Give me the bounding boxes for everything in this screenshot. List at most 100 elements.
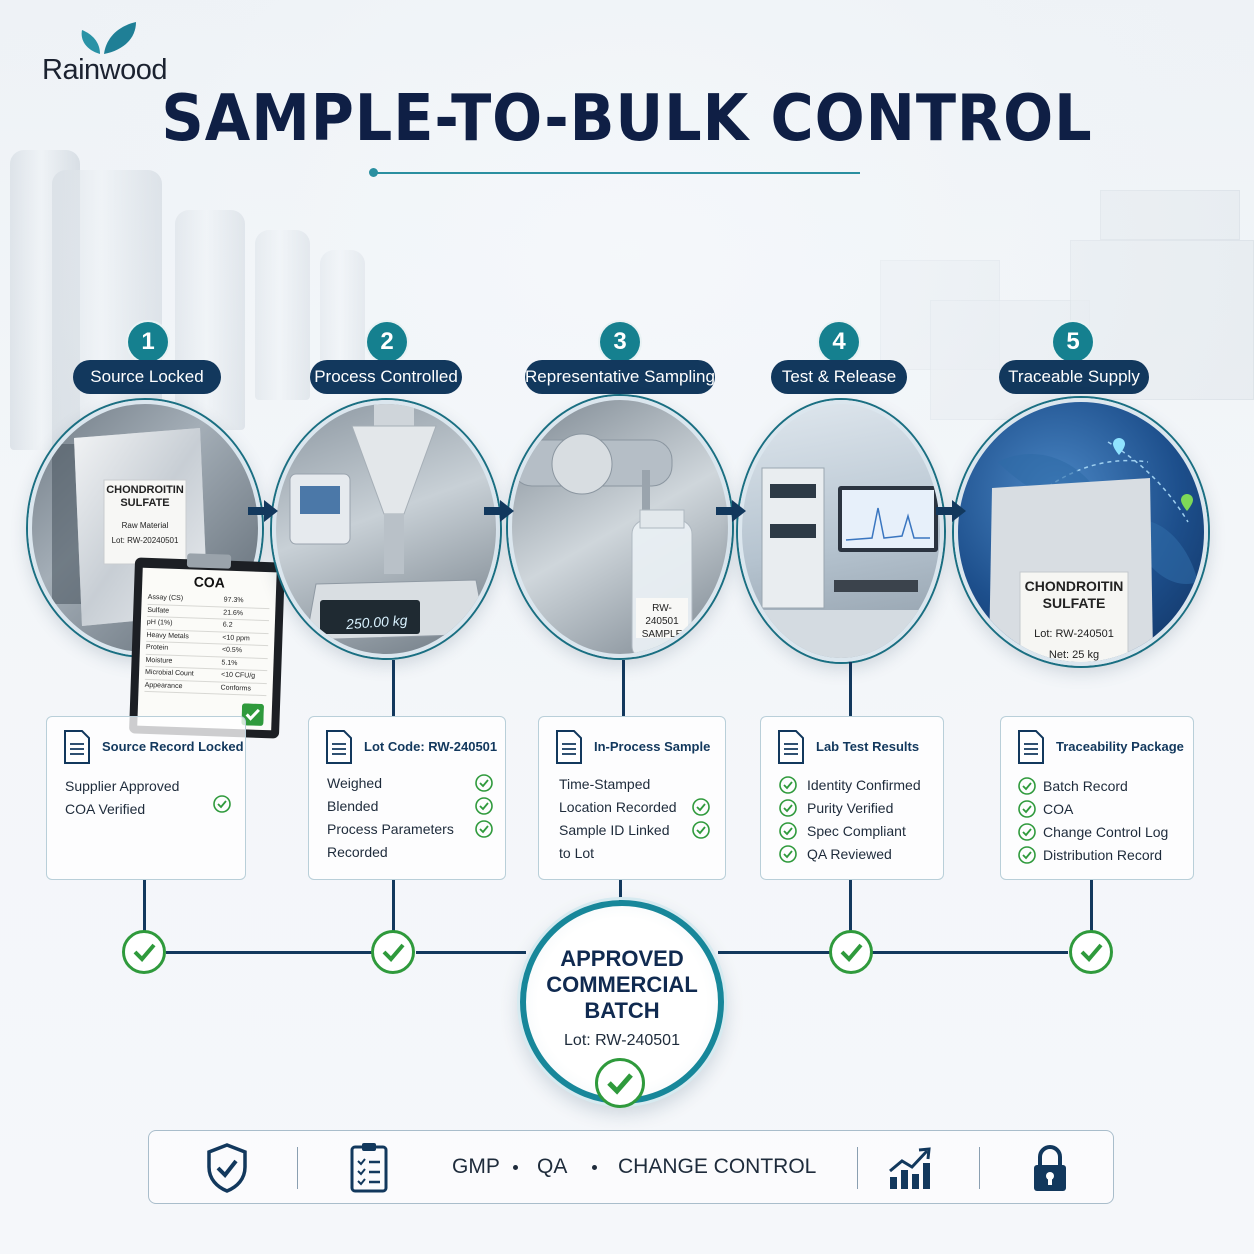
card-lab-test-results: Lab Test Results Identity Confirmed Puri… [760, 716, 944, 880]
supply-bag-label: CHONDROITIN SULFATE Lot: RW-240501 Net: … [1024, 578, 1124, 661]
check-circle-icon [779, 776, 797, 794]
coa-value: 21.6% [223, 609, 244, 617]
document-icon [778, 730, 804, 764]
photo-process-controlled: 250.00 kg [272, 400, 500, 658]
coa-value: <0.5% [221, 646, 243, 655]
check-circle-icon [829, 930, 873, 974]
timeline-line [872, 951, 1068, 954]
card-row: Supplier Approved [65, 778, 180, 794]
coa-value: <10 CFU/g [220, 671, 256, 680]
card-title: In-Process Sample [594, 739, 711, 754]
document-icon [556, 730, 582, 764]
growth-chart-icon [889, 1147, 931, 1189]
document-icon [64, 730, 90, 764]
page-title: SAMPLE-TO-BULK CONTROL [161, 82, 1093, 156]
map-pin-icon [1113, 438, 1125, 455]
check-circle-icon [779, 822, 797, 840]
card-title: Source Record Locked [102, 739, 244, 754]
card-title: Lot Code: RW-240501 [364, 739, 498, 754]
step-number-3: 3 [600, 322, 640, 362]
check-circle-icon [122, 930, 166, 974]
connector-line [849, 880, 852, 932]
footer-separator-dot [592, 1165, 597, 1170]
step-number-2: 2 [367, 322, 407, 362]
arrow-right-icon [248, 500, 278, 522]
coa-parameter: Sulfate [147, 606, 170, 615]
sample-bottle-label: RW-240501 SAMPLE [641, 603, 683, 640]
step-number-1: 1 [128, 322, 168, 362]
title-divider [372, 172, 860, 174]
checklist-icon [350, 1143, 388, 1193]
coa-parameter: Protein [145, 643, 169, 652]
arrow-right-icon [716, 500, 746, 522]
card-row: Spec Compliant [807, 823, 906, 839]
approved-batch-line: BATCH [584, 998, 660, 1023]
connector-line [849, 662, 852, 716]
card-row: Change Control Log [1043, 824, 1169, 840]
card-row: Time-Stamped [559, 776, 651, 792]
arrow-right-icon [936, 500, 966, 522]
approved-batch-line: APPROVED [560, 946, 684, 971]
card-row: Distribution Record [1043, 847, 1163, 863]
check-circle-icon [475, 774, 493, 792]
step-label-process-controlled: Process Controlled [310, 360, 462, 394]
check-circle-icon [371, 930, 415, 974]
card-row: Purity Verified [807, 800, 894, 816]
check-circle-icon [692, 798, 710, 816]
card-row: Identity Confirmed [807, 777, 921, 793]
connector-line [392, 660, 395, 716]
step-label-representative-sampling: Representative Sampling [525, 360, 715, 394]
coa-title: COA [193, 573, 226, 591]
footer-item-change-control: CHANGE CONTROL [618, 1155, 817, 1178]
card-title: Traceability Package [1056, 739, 1184, 754]
coa-value: 97.3% [223, 596, 244, 605]
step-label-test-release: Test & Release [771, 360, 907, 394]
connector-line [1090, 880, 1093, 932]
coa-parameter: Microbial Count [144, 668, 194, 678]
step-label-source-locked: Source Locked [73, 360, 221, 394]
check-circle-icon [595, 1058, 645, 1108]
check-circle-icon [1018, 777, 1036, 795]
timeline-line [166, 951, 372, 954]
card-row: COA Verified [65, 801, 146, 817]
card-title: Lab Test Results [816, 739, 920, 754]
card-source-record: Source Record Locked Supplier Approved C… [46, 716, 246, 880]
check-circle-icon [692, 821, 710, 839]
approved-batch-lot: Lot: RW-240501 [564, 1032, 680, 1049]
coa-parameter: Moisture [145, 656, 173, 665]
check-circle-icon [1018, 846, 1036, 864]
photo-traceable-supply: CHONDROITIN SULFATE Lot: RW-240501 Net: … [954, 398, 1208, 666]
timeline-line [416, 951, 526, 954]
shield-check-icon [207, 1143, 247, 1193]
source-bag-label: CHONDROITIN SULFATE Raw Material Lot: RW… [106, 484, 184, 545]
card-row: Location Recorded [559, 799, 677, 815]
coa-parameter: pH (1%) [146, 618, 173, 627]
document-icon [326, 730, 352, 764]
coa-value: Conforms [220, 684, 252, 693]
coa-parameter: Heavy Metals [146, 631, 189, 640]
title-divider-dot [369, 168, 378, 177]
check-circle-icon [779, 845, 797, 863]
check-circle-icon [475, 797, 493, 815]
leaf-icon [81, 22, 136, 54]
card-row: to Lot [559, 845, 595, 861]
footer-separator-dot [513, 1165, 518, 1170]
card-in-process-sample: In-Process Sample Time-Stamped Location … [538, 716, 726, 880]
card-lot-code: Lot Code: RW-240501 Weighed Blended Proc… [308, 716, 506, 880]
card-row: Weighed [327, 775, 383, 791]
card-row: Batch Record [1043, 778, 1128, 794]
card-row: Blended [327, 798, 379, 814]
card-traceability-package: Traceability Package Batch Record COA Ch… [1000, 716, 1194, 880]
step-number-5: 5 [1053, 322, 1093, 362]
check-circle-icon [213, 795, 231, 813]
coa-value: 5.1% [221, 659, 238, 667]
check-badge-icon [241, 703, 264, 726]
card-row: COA [1043, 801, 1074, 817]
check-circle-icon [1018, 800, 1036, 818]
connector-line [392, 880, 395, 932]
approved-batch-line: COMMERCIAL [546, 972, 698, 997]
brand-logo: Rainwood [42, 20, 182, 90]
card-row: Sample ID Linked [559, 822, 670, 838]
map-pin-icon [1181, 494, 1193, 511]
